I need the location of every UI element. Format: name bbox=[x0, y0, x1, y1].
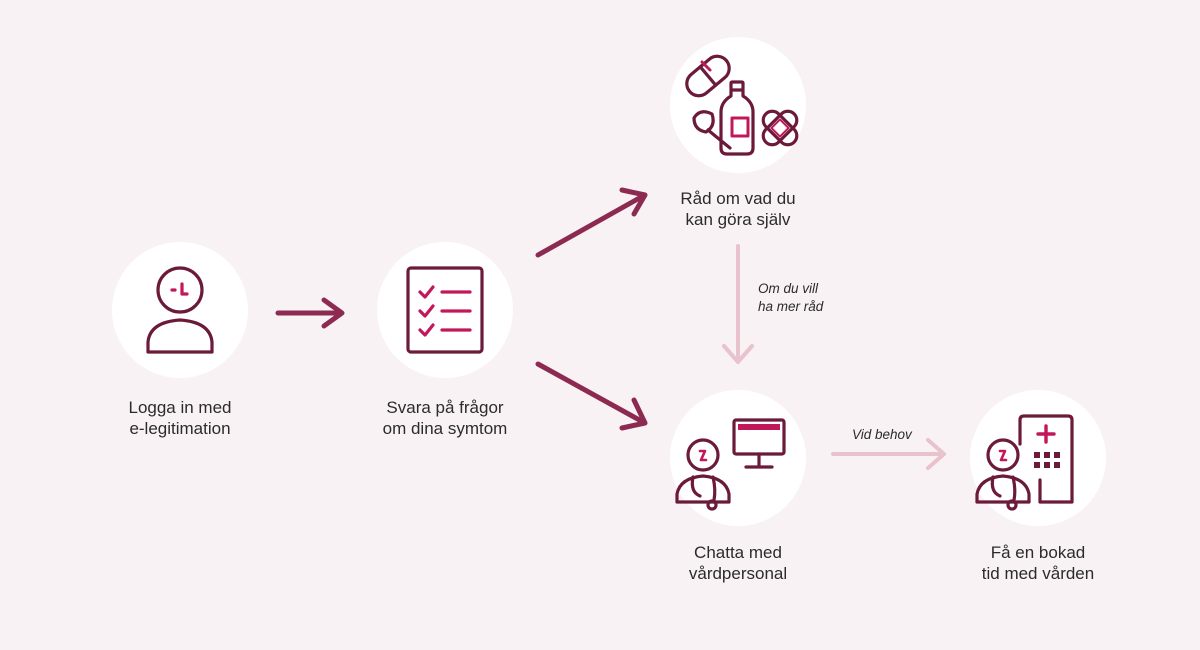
edge-answer-advice bbox=[535, 187, 648, 258]
doctor-hospital-icon bbox=[975, 414, 1074, 511]
edge-answer-chat bbox=[535, 361, 648, 431]
edge-chat-booking bbox=[831, 438, 946, 470]
step-label-booking: Få en bokad tid med vården bbox=[981, 543, 1095, 583]
edge-advice-chat bbox=[722, 244, 754, 364]
step-label-chat: Chatta med vårdpersonal bbox=[688, 543, 788, 583]
doctor-computer-icon bbox=[675, 418, 786, 511]
medicine-icon bbox=[685, 54, 799, 156]
edge-label-advice-chat: Om du vill ha mer råd bbox=[758, 281, 824, 314]
edge-label-chat-booking: Vid behov bbox=[852, 427, 912, 442]
checklist-icon bbox=[406, 266, 484, 354]
step-label-answer: Svara på frågor om dina symtom bbox=[382, 398, 508, 438]
step-circle-chat bbox=[670, 390, 806, 526]
step-label-advice: Råd om vad du kan göra själv bbox=[680, 189, 796, 229]
edge-login-answer bbox=[275, 297, 345, 329]
step-circle-login bbox=[112, 242, 248, 378]
person-icon bbox=[146, 266, 214, 354]
step-label-login: Logga in med e-legitimation bbox=[128, 398, 232, 438]
